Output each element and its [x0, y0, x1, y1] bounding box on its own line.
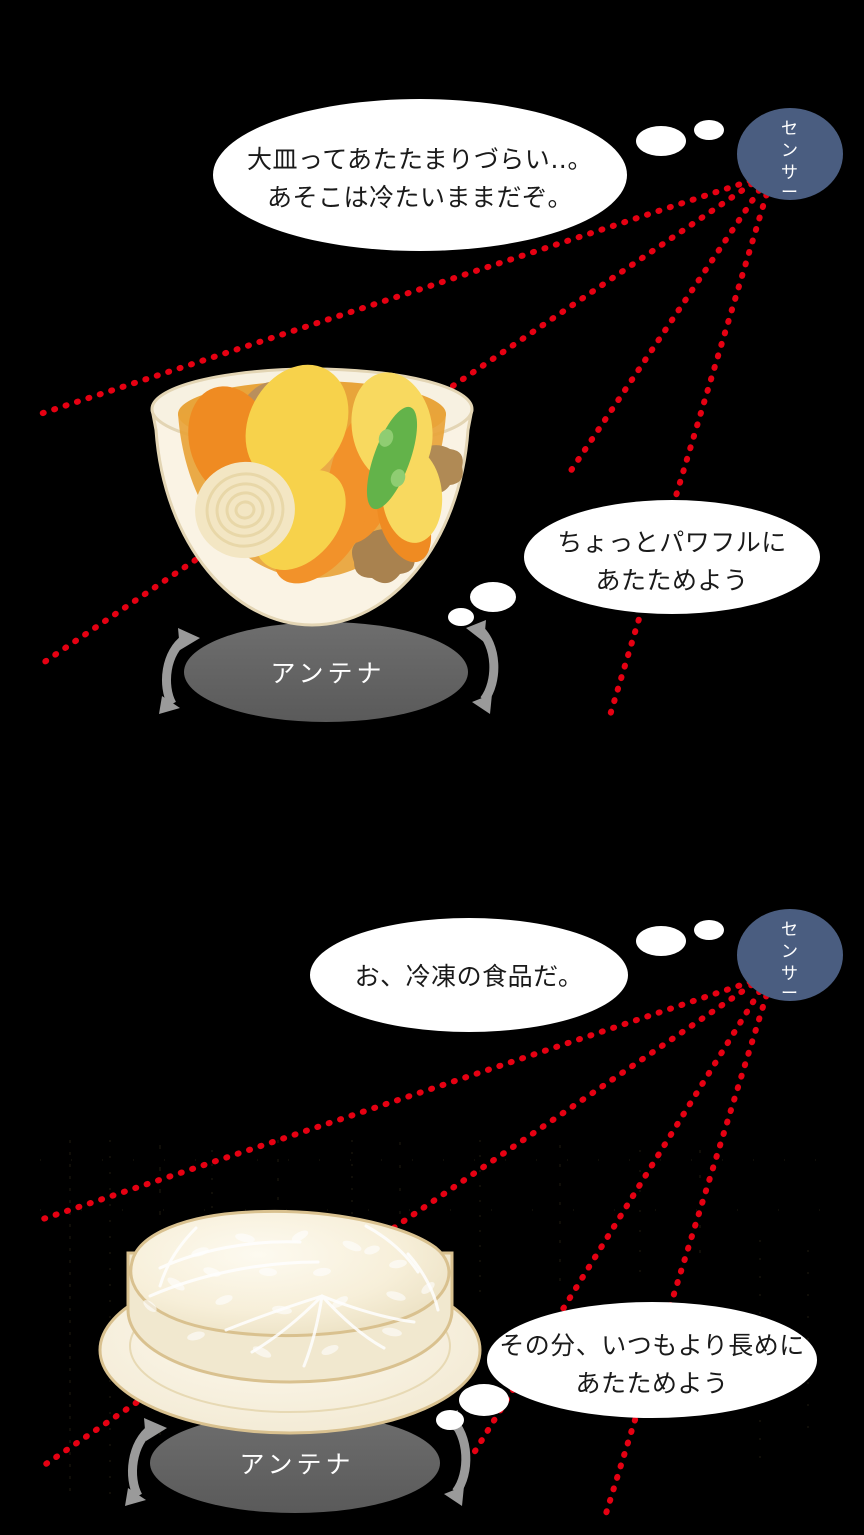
antenna-label: アンテナ — [239, 1451, 354, 1479]
thought-bubble-body — [524, 500, 820, 614]
sensor-ellipse — [737, 108, 843, 200]
thought-bubble-tail-dot — [636, 126, 686, 156]
antenna-rotation-arrowhead-right-bottom — [444, 1486, 464, 1506]
sensor-ray — [37, 975, 765, 1471]
antenna-rotation-arrowhead-right-bottom — [472, 694, 492, 714]
thought-bubble-frozen: お、冷凍の食品だ。 — [310, 918, 724, 1032]
frozen-rice-plate — [98, 1209, 482, 1435]
sensor-label-char: サ — [781, 163, 799, 182]
sensor-label-char: ー — [781, 183, 799, 202]
antenna-rotation-arrowhead-left-bottom — [159, 696, 180, 714]
potato-piece — [245, 364, 349, 484]
sensor-ellipse — [737, 909, 843, 1001]
sensor-label-char: ン — [781, 942, 799, 961]
thought-bubble-power-up: ちょっとパワフルに あたためよう — [448, 500, 820, 626]
antenna-rotation-arrowhead-left-bottom — [125, 1488, 146, 1506]
sensor-badge-scene1[interactable]: セ ン サ ー — [737, 108, 843, 202]
bowl-contents — [188, 364, 463, 584]
bubble-line: あたためよう — [595, 567, 748, 595]
sensor-ray — [37, 975, 765, 1223]
bubble-line: あたためよう — [575, 1370, 728, 1398]
thought-bubble-tail-dot — [459, 1384, 509, 1416]
sensor-ray — [605, 180, 773, 725]
bubble-line: その分、いつもより長めに — [499, 1332, 805, 1360]
antenna-rotation-arrowhead-left-top — [178, 628, 200, 650]
thought-bubble-tail-dot — [694, 120, 724, 140]
onion-slice — [195, 461, 295, 559]
thought-bubble-tail-dot — [694, 920, 724, 940]
thought-bubble-body — [310, 918, 628, 1032]
sensor-ray — [37, 174, 765, 417]
antenna-rotation-arrowhead-right-top — [466, 620, 486, 642]
antenna-group-scene1 — [159, 620, 499, 722]
antenna-label: アンテナ — [270, 660, 385, 688]
antenna-ellipse — [150, 1413, 440, 1513]
sensor-label-char: ン — [781, 141, 799, 160]
thought-bubble-longer-heat: その分、いつもより長めに あたためよう — [436, 1302, 817, 1430]
antenna-ellipse — [184, 622, 468, 722]
sensor-ray — [601, 981, 773, 1523]
thought-bubble-tail-dot — [436, 1410, 464, 1430]
scene-frozen-food: お、冷凍の食品だ。 その分、いつもより長めに あたためよう アンテナ セ ン サ… — [37, 909, 843, 1523]
thought-bubble-hot-dish: 大皿ってあたたまりづらい‥。 あそこは冷たいままだぞ。 — [213, 99, 724, 251]
plastic-wrap-creases — [148, 1224, 440, 1368]
snow-pea — [366, 406, 418, 510]
sensor-label-char: セ — [781, 119, 799, 138]
thought-bubble-tail-dot — [636, 926, 686, 956]
scene-hot-dish: 大皿ってあたたまりづらい‥。 あそこは冷たいままだぞ。 ちょっとパワフルに あた… — [37, 99, 843, 725]
bubble-line: ちょっとパワフルに — [557, 529, 787, 557]
antenna-rotation-arrowhead-left-top — [144, 1418, 167, 1441]
sensor-label-char: セ — [781, 920, 799, 939]
thought-bubble-tail-dot — [470, 582, 516, 612]
bubble-line: あそこは冷たいままだぞ。 — [267, 184, 573, 212]
bubble-line: お、冷凍の食品だ。 — [355, 963, 584, 991]
sensor-badge-scene2[interactable]: セ ン サ ー — [737, 909, 843, 1003]
sensor-ray — [567, 177, 769, 475]
antenna-group-scene2 — [125, 1410, 471, 1513]
bubble-line: 大皿ってあたたまりづらい‥。 — [247, 146, 593, 174]
sensor-label-char: ー — [781, 984, 799, 1003]
rice-block-top — [129, 1209, 451, 1338]
sensor-label-char: サ — [781, 964, 799, 983]
thought-bubble-tail-dot — [448, 608, 474, 626]
thought-bubble-body — [213, 99, 627, 251]
nikujaga-bowl — [150, 364, 474, 627]
thought-bubble-body — [487, 1302, 817, 1418]
